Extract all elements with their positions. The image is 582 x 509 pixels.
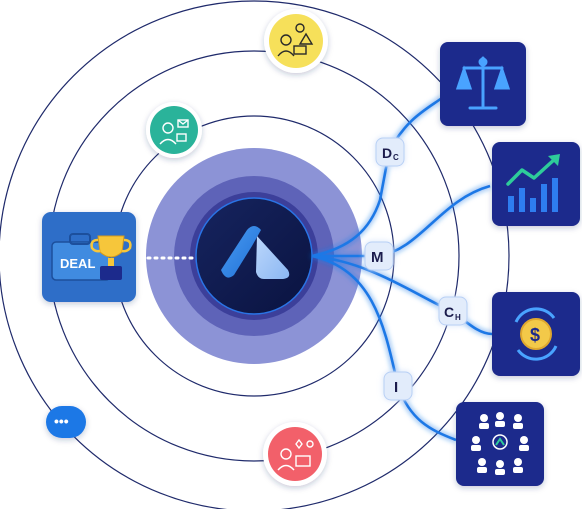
node-dc-sub: C xyxy=(393,153,399,162)
deal-label: DEAL xyxy=(60,256,95,271)
social-media-user-icon xyxy=(277,438,314,471)
node-i-main: I xyxy=(394,379,398,396)
deal-tile[interactable]: DEAL xyxy=(42,212,136,302)
node-ch-sub: H xyxy=(455,313,461,322)
growth-tile[interactable] xyxy=(492,142,580,226)
connector-hub-ch xyxy=(311,254,454,314)
connector-hub-dc xyxy=(311,151,391,258)
node-m[interactable]: M xyxy=(364,241,394,271)
green-badge[interactable] xyxy=(146,102,202,158)
logo-chevron-icon xyxy=(221,226,290,279)
growth-chart-icon xyxy=(506,154,560,212)
svg-text:$: $ xyxy=(530,325,540,345)
orbit-ring-outer xyxy=(0,0,510,509)
businessperson-goals-icon xyxy=(277,23,314,57)
scales-tile[interactable] xyxy=(440,42,526,126)
yellow-badge[interactable] xyxy=(264,9,328,73)
red-badge[interactable] xyxy=(263,422,327,486)
chat-bubble-dots: ••• xyxy=(54,413,69,429)
team-network-icon xyxy=(471,412,529,475)
node-m-main: M xyxy=(371,249,384,266)
node-i[interactable]: I xyxy=(383,371,413,401)
team-tile[interactable] xyxy=(456,402,544,486)
trophy-icon xyxy=(90,235,132,280)
connector-m-growth xyxy=(377,184,491,258)
support-agent-icon xyxy=(159,119,189,145)
node-dc[interactable]: D C xyxy=(375,137,405,167)
connector-hub-i xyxy=(311,254,400,387)
chat-bubble-button[interactable]: ••• xyxy=(46,406,86,438)
dollar-coin-cycle-icon: $ xyxy=(514,307,558,361)
node-ch[interactable]: C H xyxy=(438,296,468,326)
node-ch-main: C xyxy=(444,304,454,320)
scales-of-justice-icon xyxy=(455,56,511,110)
node-dc-main: D xyxy=(382,145,392,161)
coin-tile[interactable]: $ xyxy=(492,292,580,376)
center-hub xyxy=(146,148,362,364)
center-core xyxy=(195,197,313,315)
